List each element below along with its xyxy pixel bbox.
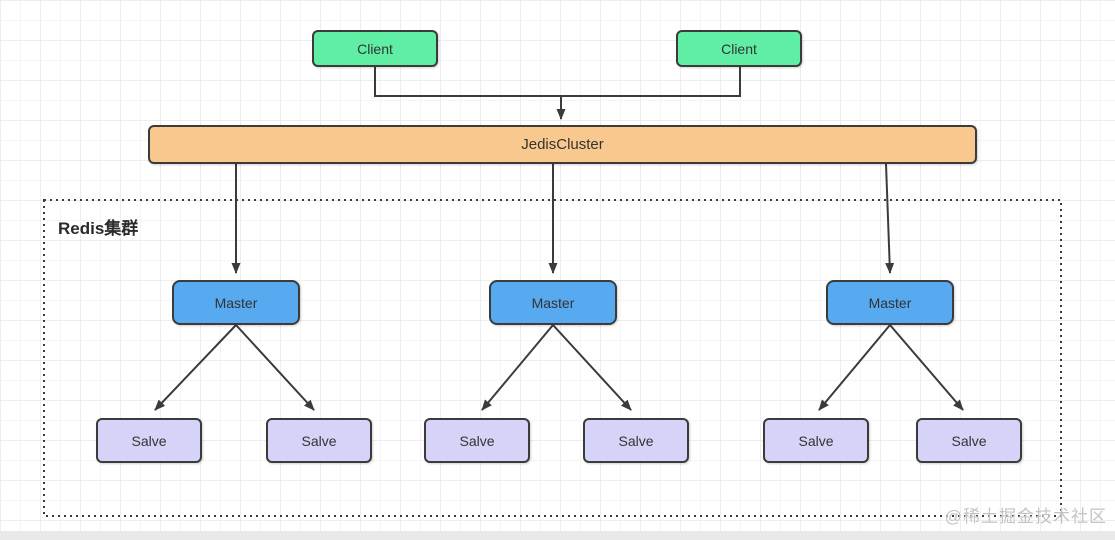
connector-master3-slave6 xyxy=(889,324,964,411)
master-node-1: Master xyxy=(172,280,300,325)
slave-node-4: Salve xyxy=(583,418,689,463)
cluster-title: Redis集群 xyxy=(58,219,139,238)
slave-node-3: Salve xyxy=(424,418,530,463)
connector-master1-slave1 xyxy=(154,324,237,411)
slave-node-5: Salve xyxy=(763,418,869,463)
master-node-3: Master xyxy=(826,280,954,325)
slave-node-6: Salve xyxy=(916,418,1022,463)
redis-cluster-boundary xyxy=(43,199,1062,517)
connector-master3-slave5 xyxy=(818,324,891,411)
canvas-bottom-edge xyxy=(0,531,1115,540)
connector-master2-slave3 xyxy=(481,324,554,411)
connector-master1-slave2 xyxy=(235,324,315,411)
connector-master2-slave4 xyxy=(552,324,632,411)
connector-clients-merge xyxy=(374,67,741,97)
master-node-2: Master xyxy=(489,280,617,325)
connector-bus-master-3 xyxy=(885,163,895,274)
slave-node-2: Salve xyxy=(266,418,372,463)
slave-node-1: Salve xyxy=(96,418,202,463)
client-node-1: Client xyxy=(312,30,438,67)
client-node-2: Client xyxy=(676,30,802,67)
jediscluster-node: JedisCluster xyxy=(148,125,977,164)
watermark: @稀土掘金技术社区 xyxy=(944,507,1107,526)
